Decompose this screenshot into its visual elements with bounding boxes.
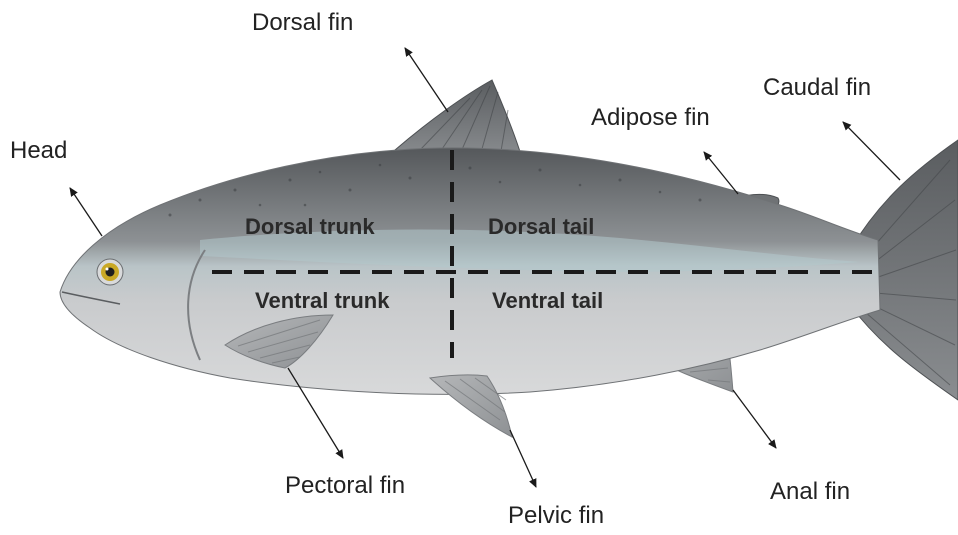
label-pelvic-fin: Pelvic fin (508, 502, 604, 529)
label-caudal-fin: Caudal fin (763, 74, 871, 101)
eye-highlight (106, 268, 109, 271)
dorsal-fin-arrow (405, 48, 448, 112)
pelvic-fin-arrow (510, 430, 536, 487)
region-ventral-trunk: Ventral trunk (255, 288, 390, 313)
anal-fin-arrow (733, 390, 776, 448)
label-dorsal-fin: Dorsal fin (252, 9, 353, 36)
head-arrow (70, 188, 102, 236)
region-dorsal-trunk: Dorsal trunk (245, 214, 375, 239)
label-head: Head (10, 137, 67, 164)
label-adipose-fin: Adipose fin (591, 104, 710, 131)
caudal-fin-arrow (843, 122, 900, 180)
label-anal-fin: Anal fin (770, 478, 850, 505)
label-pectoral-fin: Pectoral fin (285, 472, 405, 499)
region-dorsal-tail: Dorsal tail (488, 214, 594, 239)
dorsal-fin-shape (395, 80, 522, 158)
region-ventral-tail: Ventral tail (492, 288, 603, 313)
